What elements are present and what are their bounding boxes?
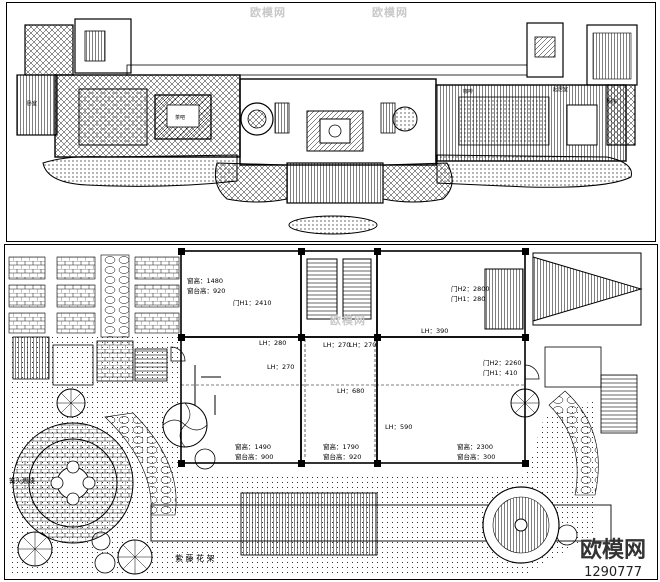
door-2-h1: 门H1：280 [451, 294, 485, 303]
door-3-height: 门H2：2260 [483, 358, 522, 367]
door-swing-left [170, 346, 186, 362]
level-590: LH：590 [385, 423, 412, 431]
left-wing [16, 18, 132, 136]
pergola [150, 492, 612, 556]
structural-columns [178, 248, 529, 467]
planting-beds [8, 254, 180, 338]
level-270-c: LH：270 [267, 363, 294, 371]
round-gazebo [482, 486, 560, 564]
level-280: LH：280 [259, 339, 286, 347]
right-wing [526, 22, 638, 146]
door-swing-right [524, 364, 540, 380]
label-living: 起居室 [553, 86, 568, 93]
door-2-height: 门H2：2800 [451, 284, 490, 293]
pergola-label: 紫 藤 花 架 [175, 553, 215, 563]
left-steps [134, 348, 168, 382]
triangular-canopy [532, 252, 643, 326]
main-building-body [54, 74, 627, 166]
level-680: LH：680 [337, 387, 364, 395]
interior-stair [306, 258, 338, 320]
left-grid-paving [96, 340, 134, 382]
label-coffee: 咖啡 [463, 88, 473, 95]
level-270-a: LH：270 [323, 341, 350, 349]
watermark-brand: 欧模网 [579, 538, 646, 563]
building-walls [180, 250, 526, 464]
trees [17, 388, 578, 575]
right-door-frame [484, 268, 524, 330]
roof-band [126, 64, 528, 76]
fire-pit-terrace [12, 422, 134, 544]
right-curved-path [548, 390, 599, 496]
level-390: LH：390 [421, 327, 448, 335]
window-1-height: 窗高：1480 [187, 276, 223, 285]
right-porch [544, 346, 602, 388]
window-1-sill: 窗台高：920 [187, 286, 225, 295]
right-steps [600, 374, 638, 434]
door-3-h1: 门H1：410 [483, 368, 517, 377]
window-2-height: 窗高：1490 [235, 442, 271, 451]
lower-floor-plan-drawing: 篝火燃烧 [8, 248, 643, 575]
window-4-height: 窗高：2300 [457, 442, 493, 451]
interior-stair-2 [342, 258, 372, 320]
watermark-site-2: 欧模网 [372, 6, 408, 19]
window-2-sill: 窗台高：900 [235, 452, 273, 461]
fire-pit-label: 篝火燃烧 [9, 476, 36, 485]
door-1-height: 门H1：2410 [233, 298, 272, 307]
label-tea-bar: 茶吧 [175, 114, 185, 121]
curved-path [104, 412, 177, 516]
front-terrace [42, 154, 632, 235]
left-deck [12, 336, 50, 380]
left-seating-area [52, 344, 94, 386]
window-3-sill: 窗台高：920 [323, 452, 361, 461]
upper-site-plan-panel: 卧室 茶吧 咖啡 起居室 厨房 [6, 2, 656, 242]
label-kitchen: 厨房 [607, 98, 617, 105]
watermark-id: 1290777 [584, 565, 642, 580]
upper-site-plan-drawing: 卧室 茶吧 咖啡 起居室 厨房 [16, 18, 638, 235]
window-3-height: 窗高：1790 [323, 442, 359, 451]
window-4-sill: 窗台高：300 [457, 452, 495, 461]
watermark-site-3: 欧模网 [330, 314, 366, 327]
level-270-b: LH：270 [349, 341, 376, 349]
watermark-site-1: 欧模网 [250, 6, 286, 19]
label-bedroom: 卧室 [27, 100, 37, 107]
lower-floor-plan-panel: 篝火燃烧 [4, 244, 658, 580]
